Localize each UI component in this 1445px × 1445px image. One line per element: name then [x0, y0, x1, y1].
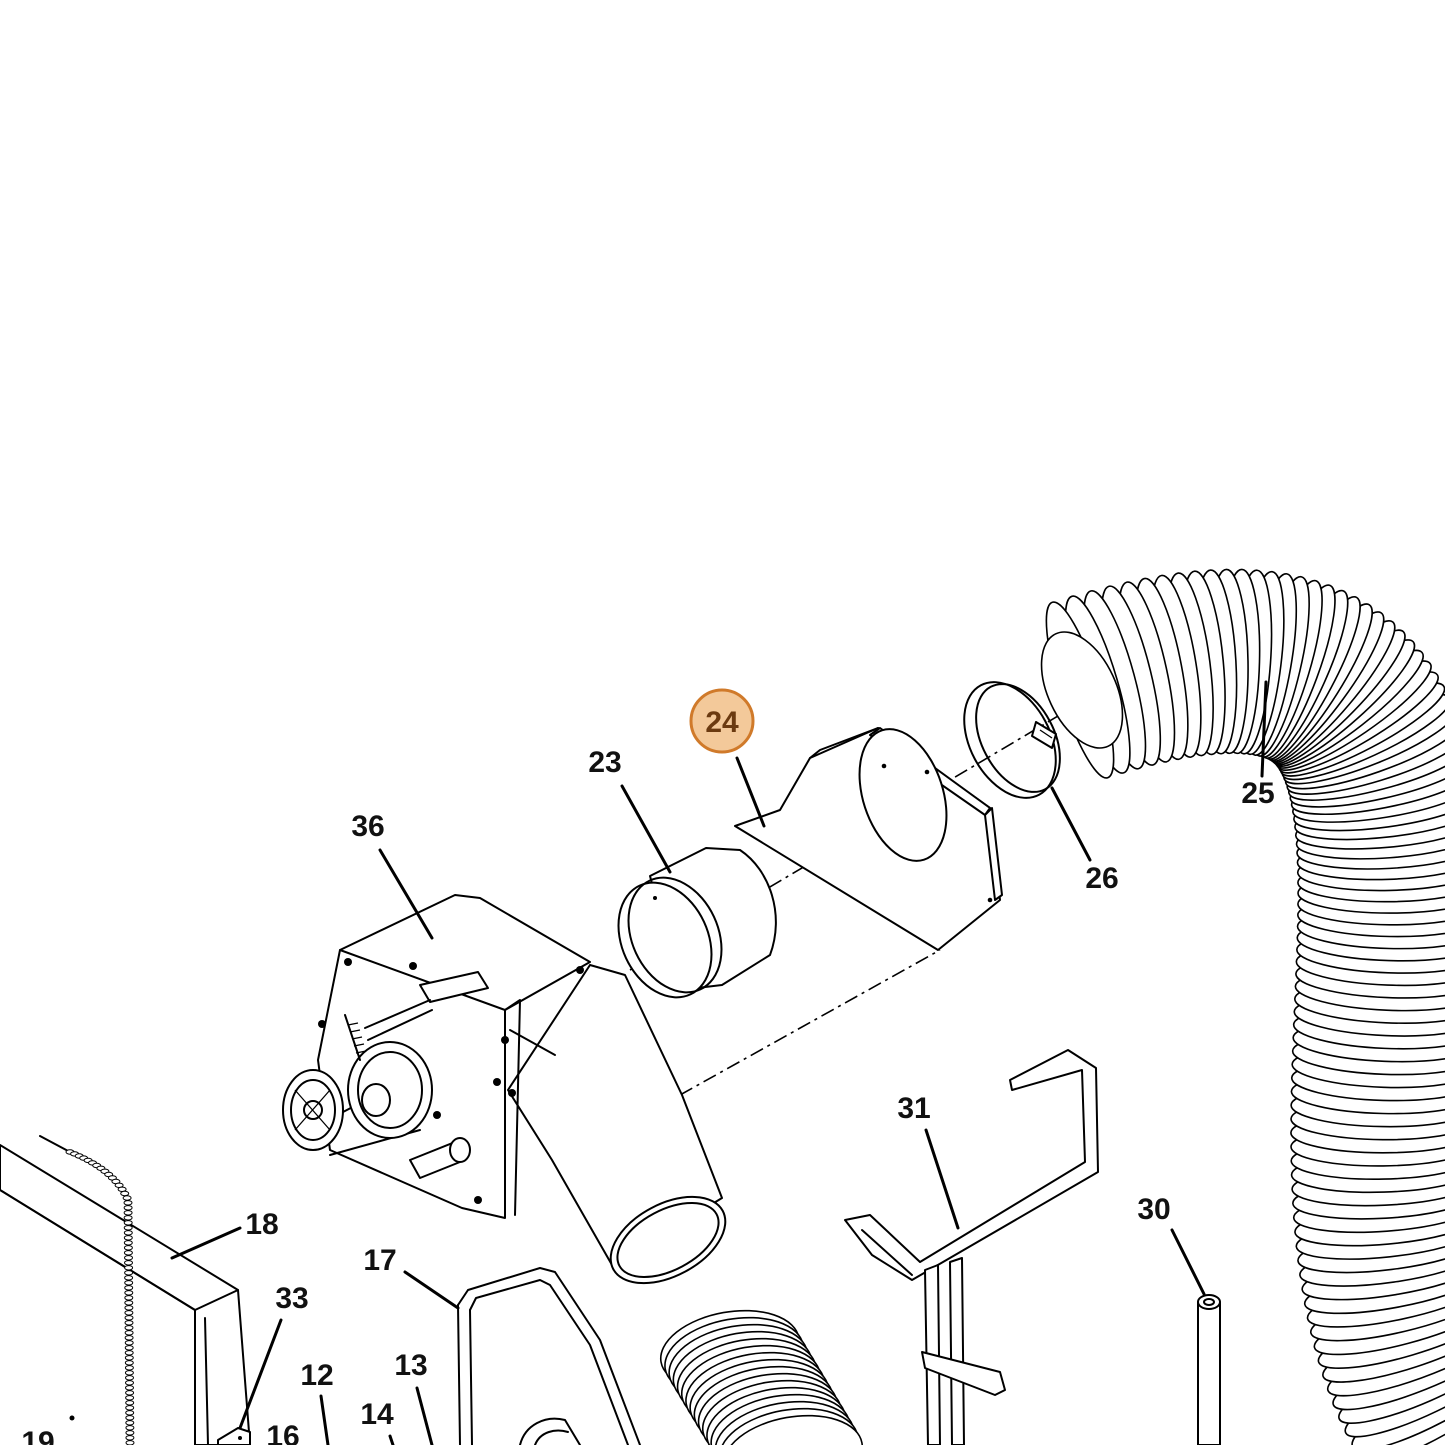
leader-24 [735, 756, 766, 828]
selected-callout-highlight [689, 688, 755, 754]
callout-12[interactable]: 12 [300, 1359, 333, 1392]
blower-housing-36[interactable] [282, 894, 740, 1301]
leader-25 [1260, 680, 1268, 778]
hose-clamp-26[interactable] [946, 666, 1077, 813]
cable-coil [124, 1280, 134, 1286]
hose-corrugation [722, 1414, 864, 1445]
cable-coil [124, 1275, 134, 1281]
cable-coil [123, 1210, 133, 1216]
cable-coil [125, 1390, 135, 1396]
cable-coil [123, 1205, 133, 1211]
cable-coil [124, 1290, 134, 1296]
callout-13[interactable]: 13 [394, 1349, 427, 1382]
cable-coil [124, 1345, 134, 1351]
leader-36 [378, 848, 434, 940]
cable-coil [120, 1190, 130, 1197]
cable-coil [125, 1375, 134, 1381]
callout-25[interactable]: 25 [1241, 777, 1274, 810]
cable-coil [125, 1415, 135, 1421]
switch-block-16[interactable] [217, 1427, 251, 1445]
callout-18[interactable]: 18 [245, 1208, 278, 1241]
cable-coil [123, 1235, 133, 1241]
cable-coil [123, 1215, 133, 1221]
callout-24[interactable]: 24 [705, 706, 739, 739]
callout-26[interactable]: 26 [1085, 862, 1118, 895]
callout-16[interactable]: 16 [266, 1420, 299, 1445]
cable-coil [125, 1425, 135, 1431]
leader-18 [170, 1226, 242, 1260]
cable-coil [124, 1305, 134, 1311]
cable-coil [124, 1320, 134, 1326]
cable-coil [125, 1380, 134, 1386]
leader-23 [620, 784, 672, 874]
leader-17 [403, 1270, 460, 1310]
hose-corrugation [1040, 631, 1124, 749]
leader-33 [238, 1318, 283, 1430]
cable-coil [124, 1325, 134, 1331]
cable-coil [124, 1350, 134, 1356]
cable-coil [125, 1440, 135, 1445]
cable-coil [124, 1335, 134, 1341]
cable-coil [123, 1200, 133, 1206]
cable-coil [122, 1195, 132, 1201]
hose-holder-31[interactable] [844, 1049, 1099, 1445]
cable-coil [123, 1245, 133, 1251]
cable-coil [123, 1230, 133, 1236]
cable-coil [125, 1400, 135, 1406]
callout-17[interactable]: 17 [363, 1244, 396, 1277]
cable-coil [125, 1405, 135, 1411]
cable-coil [123, 1250, 133, 1256]
cable-coil [125, 1435, 135, 1441]
cable-coil [123, 1240, 133, 1246]
cable-coil [125, 1385, 134, 1391]
cable-coil [124, 1285, 134, 1291]
cable-coil [125, 1420, 135, 1426]
v-belt-17[interactable] [457, 1267, 641, 1445]
callout-31[interactable]: 31 [897, 1092, 930, 1125]
cable-coil [124, 1265, 134, 1271]
callout-30[interactable]: 30 [1137, 1193, 1170, 1226]
cable-coil [124, 1295, 134, 1301]
callout-14[interactable]: 14 [360, 1398, 394, 1431]
cable-coil [123, 1220, 133, 1226]
callout-36[interactable]: 36 [351, 810, 384, 843]
leader-lines [170, 680, 1268, 1445]
adapter-ring-23[interactable] [601, 847, 777, 1013]
callout-labels: 36 23 24 25 26 31 30 18 17 33 12 13 14 1… [21, 706, 1274, 1445]
flex-hose-stub [659, 1309, 864, 1445]
cable-coil [125, 1410, 135, 1416]
cable-coil [124, 1330, 134, 1336]
cable-coil [124, 1255, 133, 1261]
leader-13 [415, 1386, 434, 1445]
pole-30[interactable] [1197, 1294, 1221, 1445]
cable-coil [124, 1370, 134, 1376]
bracket-plate-24[interactable] [734, 718, 1003, 951]
cable-coil [124, 1315, 134, 1321]
cable-coil [124, 1260, 133, 1266]
cable-coil [124, 1355, 134, 1361]
flex-hose-25[interactable] [1025, 568, 1445, 1445]
cable-coil [124, 1270, 134, 1276]
cable-coil [124, 1310, 134, 1316]
callout-19[interactable]: 19 [21, 1426, 54, 1445]
coiled-cable [39, 1135, 135, 1445]
cable-coil [124, 1340, 134, 1346]
callout-33[interactable]: 33 [275, 1282, 308, 1315]
cable-coil [124, 1300, 134, 1306]
cable-coil [124, 1360, 134, 1366]
panel-18[interactable] [0, 1144, 251, 1445]
cable-coil [124, 1365, 134, 1371]
cable-coil [125, 1395, 135, 1401]
leader-31 [924, 1128, 960, 1230]
leader-12 [319, 1394, 330, 1445]
cable-coil [123, 1225, 133, 1231]
leader-14 [388, 1434, 395, 1445]
cable-coil [125, 1430, 135, 1436]
leader-26 [1050, 786, 1092, 862]
callout-23[interactable]: 23 [588, 746, 621, 779]
leader-30 [1170, 1228, 1206, 1296]
